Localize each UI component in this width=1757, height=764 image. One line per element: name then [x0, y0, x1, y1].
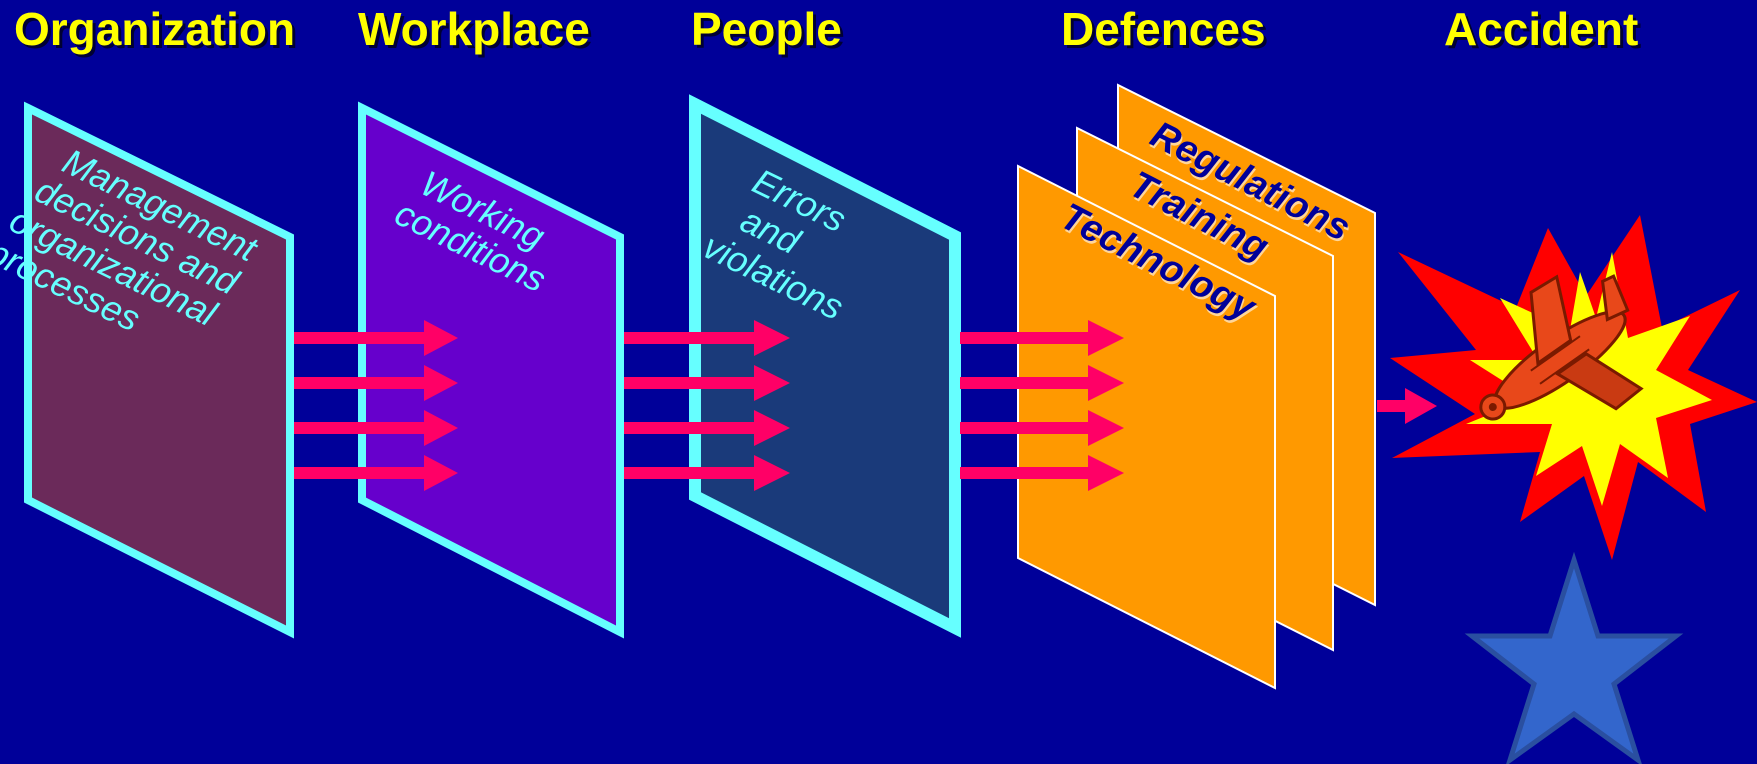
arrow — [624, 410, 790, 446]
star-icon — [1464, 551, 1684, 764]
people-plane — [689, 94, 961, 638]
header-accident: Accident — [1444, 3, 1638, 55]
arrow — [294, 320, 458, 356]
header-organization: Organization — [14, 3, 295, 55]
arrow — [294, 365, 458, 401]
headers: Organization Organization Workplace Work… — [14, 3, 1641, 58]
header-shadow: Accident — [1447, 6, 1641, 58]
arrow — [960, 410, 1124, 446]
header-shadow: Defences — [1064, 6, 1269, 58]
arrow — [624, 365, 790, 401]
airplane-shape — [1479, 274, 1644, 421]
defences-stack: Regulations Regulations Training Trainin… — [1017, 83, 1376, 690]
header-shadow: Workplace — [361, 6, 593, 58]
arrows-workplace-to-people — [624, 320, 790, 491]
organization-plane — [24, 101, 294, 639]
workplace-panel: Working conditions — [358, 101, 624, 639]
header-shadow: People — [694, 6, 845, 58]
arrow — [960, 365, 1124, 401]
header-people: People — [691, 3, 842, 55]
people-panel: Errors and violations — [689, 94, 961, 638]
arrow-to-accident — [1377, 388, 1437, 424]
header-workplace: Workplace — [358, 3, 590, 55]
arrow — [294, 410, 458, 446]
arrow — [294, 455, 458, 491]
arrow — [960, 455, 1124, 491]
organization-panel: Management decisions and organizational … — [0, 101, 294, 639]
header-shadow: Organization — [17, 6, 298, 58]
arrow — [624, 320, 790, 356]
crashed-airplane-explosion-icon — [1390, 215, 1757, 560]
header-defences: Defences — [1061, 3, 1266, 55]
arrows-people-to-defences — [960, 320, 1124, 491]
arrow — [624, 455, 790, 491]
arrow — [960, 320, 1124, 356]
workplace-plane — [358, 101, 624, 639]
arrows-organization-to-workplace — [294, 320, 458, 491]
